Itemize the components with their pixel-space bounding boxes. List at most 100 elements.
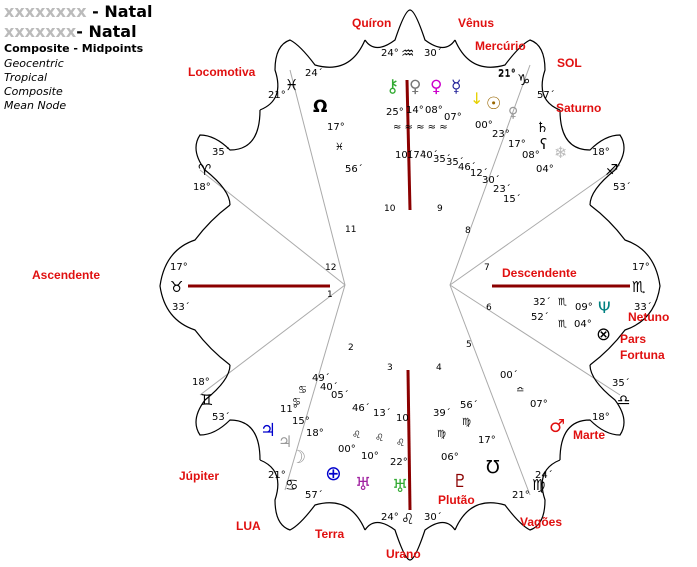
- svg-text:♋: ♋: [298, 385, 307, 396]
- node-icon: Ω: [313, 97, 327, 117]
- nep-3: 09°: [575, 302, 593, 313]
- cusp-pisces-min: 24´: [305, 67, 323, 79]
- house-1: 1: [327, 290, 333, 300]
- gemini-icon: ♊: [200, 391, 213, 409]
- saturn2-icon: ʕ: [540, 137, 547, 153]
- house-6: 6: [486, 303, 492, 313]
- meta-geocentric: Geocentric: [4, 57, 64, 70]
- scorpio-icon: ♏: [632, 278, 646, 296]
- taurus-icon: ♉: [170, 278, 183, 296]
- meta-composite: Composite: [4, 85, 63, 98]
- pisces-icon: ♓: [285, 76, 298, 94]
- meta-tropical: Tropical: [4, 71, 48, 84]
- house-5: 5: [466, 340, 472, 350]
- top-deg-1: 25°: [386, 107, 404, 118]
- sagittarius-icon: ♐: [605, 161, 618, 179]
- aries-icon: ♈: [198, 161, 211, 179]
- tl-min-2: 15´: [503, 193, 521, 205]
- svg-text:♌: ♌: [352, 430, 361, 441]
- label-ascendente: Ascendente: [32, 268, 100, 282]
- svg-text:♍: ♍: [462, 417, 471, 428]
- svg-text:≈ ≈ ≈ ≈ ≈: ≈ ≈ ≈ ≈ ≈: [393, 122, 448, 133]
- top-min-3: 40´: [420, 149, 438, 161]
- svg-text:≏: ≏: [516, 385, 524, 396]
- label-lua: LUA: [236, 519, 261, 533]
- mars-icon: ♂: [549, 416, 565, 437]
- label-marte: Marte: [573, 428, 605, 442]
- meta-mean-node: Mean Node: [4, 99, 67, 112]
- plu-2: 56´: [460, 399, 478, 411]
- cusp-gemini-min: 53´: [212, 411, 230, 423]
- earth-1: 46´: [352, 402, 370, 414]
- mars-1: 00´: [500, 369, 518, 381]
- earth-icon: ⊕: [325, 461, 342, 485]
- label-fortuna: Fortuna: [620, 348, 665, 362]
- cusp-aries-deg: 18°: [193, 182, 211, 193]
- cusp-leo-min: 30´: [424, 511, 442, 523]
- pars-fortuna-icon: ⊗: [596, 324, 611, 345]
- saturn-icon: ♄: [536, 120, 549, 136]
- plu-3: 17°: [478, 435, 496, 446]
- house-11: 11: [345, 225, 356, 235]
- label-mercurio: Mercúrio: [475, 39, 526, 53]
- venus2-icon: ♀: [430, 77, 442, 97]
- cusp-top-min: 30´: [424, 47, 442, 59]
- house-7: 7: [484, 263, 490, 273]
- sun2-deg: 00°: [475, 120, 493, 131]
- snowflake-icon: ❄: [554, 143, 567, 162]
- top-min-7: 12´: [470, 167, 488, 179]
- svg-text:♓: ♓: [335, 142, 344, 153]
- plu-4: 06°: [441, 452, 459, 463]
- sat4-deg: 04°: [536, 164, 554, 175]
- cusp-sagittarius-deg: 18°: [592, 147, 610, 158]
- svg-text:♏: ♏: [558, 297, 567, 308]
- venus3-icon: ♀: [508, 105, 518, 121]
- jupiter2-icon: ♃: [278, 432, 292, 451]
- leo-icon: ♌: [401, 510, 414, 528]
- jup-2: 40´: [320, 381, 338, 393]
- chart-title-2: xxxxxxx- Natal: [4, 22, 137, 41]
- label-plutao: Plutão: [438, 493, 475, 507]
- house-4: 4: [436, 363, 442, 373]
- uranus-icon: ♅: [355, 474, 371, 495]
- venus-icon: ♀: [409, 77, 421, 97]
- top-min-5: 35´: [446, 156, 464, 168]
- house-2: 2: [348, 343, 354, 353]
- mc-axis: [405, 79, 412, 211]
- top-deg-4: 07°: [444, 112, 462, 123]
- nep-4: 04°: [574, 319, 592, 330]
- cusp-cancer-deg: 21°: [268, 470, 286, 481]
- top-min-6: 46´: [458, 161, 476, 173]
- svg-text:♌: ♌: [375, 433, 384, 444]
- house-12: 12: [325, 263, 336, 273]
- neptune-icon: Ψ: [598, 298, 611, 317]
- cusp-aries-min: 35´: [212, 146, 230, 158]
- cusp-cancer-min: 57´: [305, 489, 323, 501]
- earth-4: 00°: [338, 444, 356, 455]
- house-10: 10: [384, 204, 396, 214]
- earth-6: 22°: [390, 457, 408, 468]
- chart-title-1: xxxxxxxx - Natal: [4, 2, 153, 21]
- label-quiron: Quíron: [352, 16, 391, 30]
- label-pars: Pars: [620, 332, 646, 346]
- top-planet-cluster: ⚷ ♀ ♀ ☿ 25° 14° 08° 07° ≈ ≈ ≈ ≈ ≈ 10´ 17…: [386, 69, 567, 205]
- cusp-virgo-min: 24´: [535, 469, 553, 481]
- label-jupiter: Júpiter: [179, 469, 219, 483]
- capricorn-icon: ♑: [517, 71, 530, 89]
- tl-min-1: 23´: [493, 183, 511, 195]
- node-deg: 17°: [327, 122, 345, 133]
- earth-2: 13´: [373, 407, 391, 419]
- sat-deg: 23°: [492, 129, 510, 140]
- house-9: 9: [437, 204, 443, 214]
- cusp-pisces-deg: 21°: [268, 90, 286, 101]
- label-saturno: Saturno: [556, 101, 601, 115]
- cusp-taurus-min: 33´: [172, 301, 190, 313]
- label-urano: Urano: [386, 547, 421, 561]
- jup-1: 49´: [312, 372, 330, 384]
- cusp-top-deg: 24°: [381, 48, 399, 59]
- cusp-virgo-deg: 21°: [512, 490, 530, 501]
- top-min-8: 30´: [482, 174, 500, 186]
- earth-5: 10°: [361, 451, 379, 462]
- cusp-capricorn-deg: 21°: [498, 68, 516, 79]
